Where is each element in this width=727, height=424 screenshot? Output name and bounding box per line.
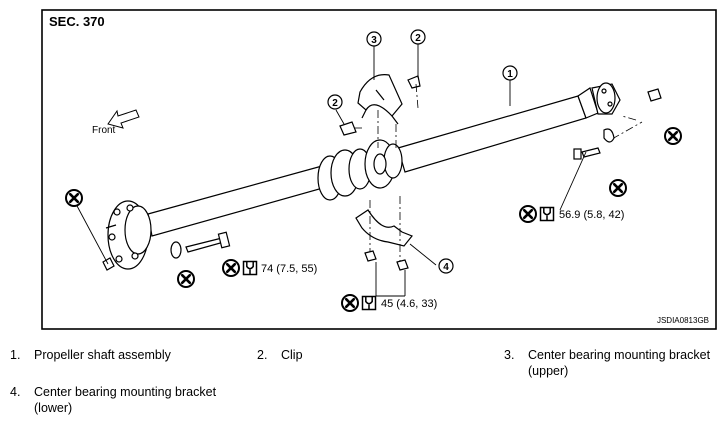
torque-spec-t1: 74 (7.5, 55) (261, 263, 317, 275)
rear-flange (591, 82, 621, 115)
front-flange (102, 200, 152, 271)
torque-wrench-icon-t2 (539, 206, 555, 222)
callout-3-number: 3 (371, 35, 377, 46)
diagram-frame (41, 9, 717, 330)
leader-lines (75, 44, 587, 297)
callout-4: 4 (438, 258, 454, 274)
alignment-lines (352, 83, 643, 262)
upper-bracket (357, 74, 403, 125)
callout-2-left: 2 (327, 94, 343, 110)
front-arrow-icon (107, 109, 140, 129)
clip-left (339, 121, 357, 136)
legend-item-3-text: Center bearing mounting bracket (upper) (528, 348, 711, 378)
callout-2-upper: 2 (410, 29, 426, 45)
propeller-shaft-diagram: SEC. 370 Front (41, 9, 717, 330)
torque-wrench-icon-t1 (242, 260, 258, 276)
lower-nuts (364, 250, 409, 271)
no-reuse-icon-washer (176, 269, 196, 289)
callout-1-number: 1 (507, 69, 513, 80)
clip-upper (407, 75, 421, 89)
callout-4-number: 4 (443, 262, 449, 273)
image-code: JSDIA0813GB (657, 316, 709, 325)
callout-2-left-number: 2 (332, 98, 338, 109)
legend-item-1-text: Propeller shaft assembly (34, 348, 171, 362)
legend-item-2-text: Clip (281, 348, 303, 362)
no-reuse-icon-rear-washer (608, 178, 628, 198)
center-bearing (317, 139, 403, 201)
torque-wrench-icon-t3 (361, 295, 377, 311)
legend-item-2-number: 2. (257, 348, 268, 362)
callout-1: 1 (502, 65, 518, 81)
lower-bracket (355, 209, 413, 247)
torque-spec-t2: 56.9 (5.8, 42) (559, 209, 624, 221)
no-reuse-icon-front-nut (64, 188, 84, 208)
no-reuse-icon-t3 (340, 293, 360, 313)
section-label: SEC. 370 (49, 14, 105, 29)
callout-2-upper-number: 2 (415, 33, 421, 44)
no-reuse-icon-rear-nut (663, 126, 683, 146)
front-label: Front (92, 125, 116, 136)
callout-3: 3 (366, 31, 382, 47)
no-reuse-icon-t2 (518, 204, 538, 224)
legend-item-3-number: 3. (504, 348, 515, 362)
front-bolt (170, 231, 231, 259)
rear-bolt (573, 88, 662, 160)
legend-item-1-number: 1. (10, 348, 21, 362)
legend-item-4-number: 4. (10, 385, 21, 399)
legend-item-4-text: Center bearing mounting bracket (lower) (34, 385, 217, 415)
no-reuse-icon-t1 (221, 258, 241, 278)
torque-spec-t3: 45 (4.6, 33) (381, 298, 437, 310)
